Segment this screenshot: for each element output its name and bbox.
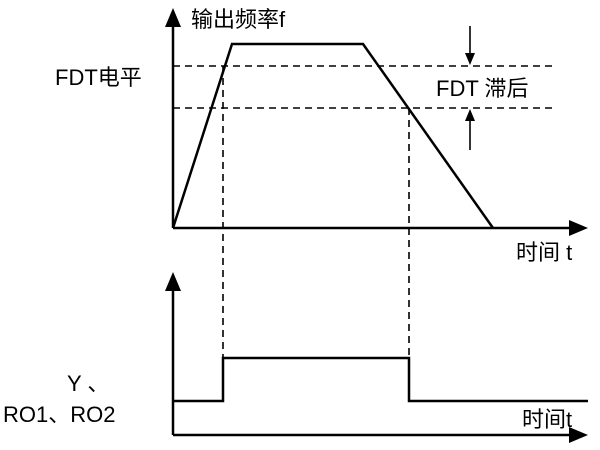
fdt-lag-label: FDT 滞后: [436, 76, 528, 101]
frequency-curve: [171, 42, 495, 229]
signal-y-axis-arrow: [165, 272, 181, 291]
output-signal-graph: Y 、 RO1、RO2 时间t: [3, 272, 588, 443]
frequency-axis-label: 输出频率f: [191, 7, 286, 32]
fdt-lag-bottom-arrowhead: [465, 109, 475, 121]
signal-y-label: Y 、: [67, 371, 109, 396]
time-axis-top-label: 时间 t: [516, 240, 572, 265]
time-axis-bottom-label: 时间t: [522, 407, 572, 432]
fdt-lag-top-arrowhead: [465, 53, 475, 65]
output-signal-waveform: [173, 356, 588, 403]
frequency-y-axis-arrow: [165, 8, 181, 27]
time-axis-bottom-arrow: [569, 427, 588, 443]
frequency-graph: 输出频率f FDT电平 FDT 滞后 时间 t: [55, 7, 588, 265]
signal-ro-label: RO1、RO2: [3, 402, 115, 427]
fdt-level-label: FDT电平: [55, 65, 142, 90]
time-axis-top-arrow: [569, 220, 588, 236]
